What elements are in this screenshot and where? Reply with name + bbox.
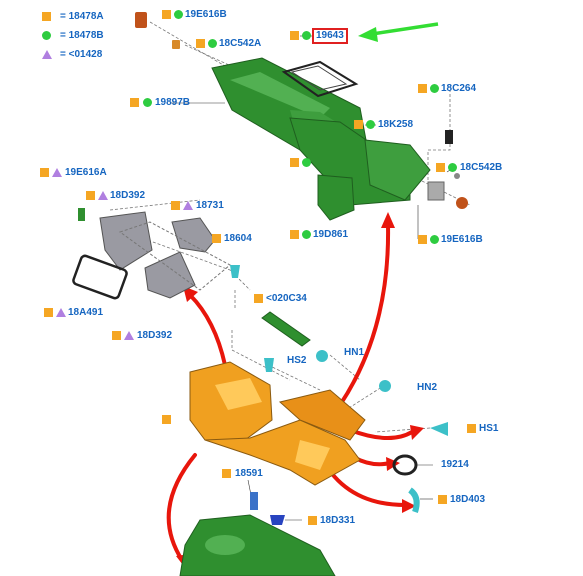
label-hn2[interactable]: HN2 xyxy=(417,382,438,393)
circle-marker xyxy=(430,84,439,93)
circle-marker xyxy=(430,235,439,244)
triangle-marker xyxy=(183,201,193,210)
square-marker xyxy=(162,415,171,424)
circle-marker xyxy=(302,31,311,40)
label-18a491[interactable]: 18A491 xyxy=(68,307,104,318)
lower-duct-housing xyxy=(179,514,336,576)
label-020c34[interactable]: <020C34 xyxy=(266,293,307,304)
square-marker xyxy=(162,10,171,19)
filter-frame-19643 xyxy=(281,60,359,98)
center-duct-housing xyxy=(289,117,431,221)
label-18731[interactable]: 18731 xyxy=(196,200,224,211)
label-18d403[interactable]: 18D403 xyxy=(450,494,486,505)
label-19897b[interactable]: 19897B xyxy=(155,97,191,108)
legend-triangle-icon xyxy=(42,50,52,59)
bracket-18D403 xyxy=(408,487,420,513)
label-19214[interactable]: 19214 xyxy=(441,459,469,470)
legend-circle-icon xyxy=(42,31,51,40)
triangle-marker xyxy=(124,331,134,340)
square-marker xyxy=(196,39,205,48)
square-marker xyxy=(308,516,317,525)
square-marker xyxy=(86,191,95,200)
actuators-top-left xyxy=(135,12,180,49)
label-18591[interactable]: 18591 xyxy=(235,468,263,479)
legend-square-text: = 18478A xyxy=(60,11,104,22)
bar-020C34 xyxy=(261,311,311,347)
label-19e616b-bottom[interactable]: 19E616B xyxy=(441,234,483,245)
circle-marker xyxy=(208,39,217,48)
legend-square-icon xyxy=(42,12,51,21)
square-marker xyxy=(44,308,53,317)
square-marker xyxy=(438,495,447,504)
label-hn1[interactable]: HN1 xyxy=(344,347,365,358)
square-marker xyxy=(418,235,427,244)
triangle-marker xyxy=(98,191,108,200)
triangle-marker xyxy=(56,308,66,317)
label-18d392-bottom[interactable]: 18D392 xyxy=(137,330,173,341)
label-19e616b-top[interactable]: 19E616B xyxy=(185,9,227,20)
label-18604[interactable]: 18604 xyxy=(224,233,252,244)
label-18k258[interactable]: 18K258 xyxy=(378,119,414,130)
green-callout-arrow xyxy=(358,22,439,42)
label-19643-highlighted[interactable]: 19643 xyxy=(312,28,348,44)
legend-circle-text: = 18478B xyxy=(60,30,104,41)
circle-marker xyxy=(174,10,183,19)
square-marker xyxy=(290,31,299,40)
square-marker xyxy=(222,469,231,478)
square-marker xyxy=(171,201,180,210)
circle-marker xyxy=(448,163,457,172)
circle-marker xyxy=(302,230,311,239)
label-hs1[interactable]: HS1 xyxy=(479,423,499,434)
label-19d861[interactable]: 19D861 xyxy=(313,229,349,240)
actuators-right xyxy=(427,130,468,209)
left-duct-parts xyxy=(72,208,231,300)
triangle-marker xyxy=(52,168,62,177)
label-18d331[interactable]: 18D331 xyxy=(320,515,356,526)
label-19e616a[interactable]: 19E616A xyxy=(65,167,107,178)
label-18d392-top[interactable]: 18D392 xyxy=(110,190,146,201)
label-hs2[interactable]: HS2 xyxy=(287,355,307,366)
label-18c264[interactable]: 18C264 xyxy=(441,83,477,94)
circle-marker xyxy=(143,98,152,107)
square-marker xyxy=(290,230,299,239)
label-18c542b[interactable]: 18C542B xyxy=(460,162,503,173)
label-18c542a[interactable]: 18C542A xyxy=(219,38,262,49)
square-marker xyxy=(130,98,139,107)
square-marker xyxy=(254,294,263,303)
seal-19214 xyxy=(392,454,418,476)
circle-marker xyxy=(302,158,311,167)
circle-marker xyxy=(366,120,375,129)
square-marker xyxy=(354,120,363,129)
square-marker xyxy=(290,158,299,167)
hvac-main-unit xyxy=(189,361,366,486)
square-marker xyxy=(112,331,121,340)
square-marker xyxy=(467,424,476,433)
square-marker xyxy=(212,234,221,243)
square-marker xyxy=(40,168,49,177)
teal-clips xyxy=(230,265,448,525)
square-marker xyxy=(436,163,445,172)
square-marker xyxy=(418,84,427,93)
legend-triangle-text: = <01428 xyxy=(60,49,103,60)
